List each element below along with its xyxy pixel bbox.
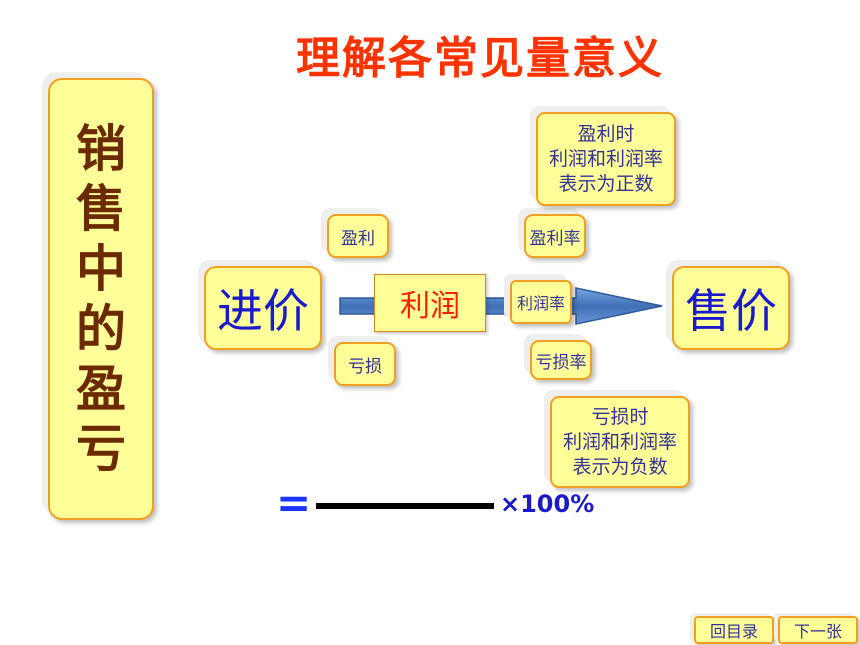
profit-margin-box: 利润率 (510, 280, 572, 324)
note-line: 表示为正数 (558, 172, 654, 195)
side-char: 亏 (76, 420, 126, 478)
cost-price-box: 进价 (204, 266, 322, 350)
note-profit-box: 盈利时 利润和利润率 表示为正数 (536, 112, 676, 206)
note-line: 利润和利润率 (562, 430, 677, 453)
back-to-menu-button[interactable]: 回目录 (694, 616, 774, 644)
profit-label-box: 盈利 (327, 214, 389, 258)
note-line: 表示为负数 (572, 455, 668, 478)
note-line: 盈利时 (577, 122, 635, 145)
side-title-box: 销 售 中 的 盈 亏 (48, 78, 154, 520)
page-title: 理解各常见量意义 (296, 33, 664, 84)
note-line: 利润和利润率 (548, 147, 663, 170)
sale-price-box: 售价 (672, 266, 790, 350)
loss-label-box: 亏损 (334, 342, 396, 386)
side-char: 销 (76, 120, 126, 178)
loss-rate-box: 亏损率 (530, 340, 592, 380)
equals-sign: = (276, 478, 312, 527)
profit-box: 利润 (374, 274, 486, 332)
next-slide-button[interactable]: 下一张 (778, 616, 858, 644)
side-char: 中 (76, 240, 126, 298)
times-hundred-percent: ×100% (500, 490, 595, 518)
fraction-bar (316, 503, 494, 509)
side-char: 盈 (76, 360, 126, 418)
side-char: 的 (76, 300, 126, 358)
profit-rate-box: 盈利率 (524, 214, 586, 258)
note-line: 亏损时 (591, 405, 649, 428)
note-loss-box: 亏损时 利润和利润率 表示为负数 (550, 396, 690, 488)
side-char: 售 (76, 180, 126, 238)
